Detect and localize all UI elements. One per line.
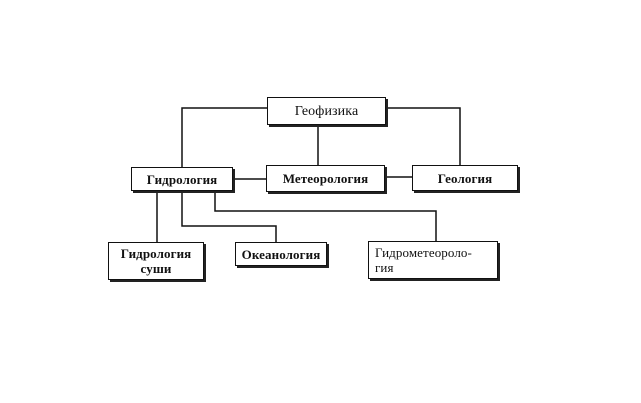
node-geophysics-label: Геофизика (294, 103, 359, 119)
node-hydrology: Гидрология (131, 167, 233, 191)
node-land-hydrology-line1: Гидрология (120, 246, 192, 261)
edge-geophysics-geology (386, 107, 461, 165)
node-geology-label: Геология (437, 170, 493, 186)
node-geophysics: Геофизика (267, 97, 386, 125)
node-hydrometeorology-line1: Гидрометеороло- (375, 245, 472, 260)
node-land-hydrology: Гидрология суши (108, 242, 204, 280)
node-meteorology-label: Метеорология (282, 171, 369, 186)
node-hydrometeorology: Гидрометеороло- гия (368, 241, 498, 279)
node-meteorology: Метеорология (266, 165, 385, 192)
node-oceanology: Океанология (235, 242, 327, 266)
edge-hydrology-oceanology (181, 191, 277, 242)
edge-geophysics-hydrology (181, 107, 267, 167)
node-geology: Геология (412, 165, 518, 191)
node-hydrology-label: Гидрология (146, 171, 218, 187)
node-oceanology-label: Океанология (241, 246, 321, 262)
node-hydrometeorology-line2: гия (375, 260, 394, 275)
node-land-hydrology-text: Гидрология суши (121, 246, 192, 276)
node-hydrometeorology-text: Гидрометеороло- гия (375, 245, 472, 275)
edge-hydrology-hydrometeorology (214, 191, 437, 241)
node-land-hydrology-line2: суши (140, 261, 172, 276)
